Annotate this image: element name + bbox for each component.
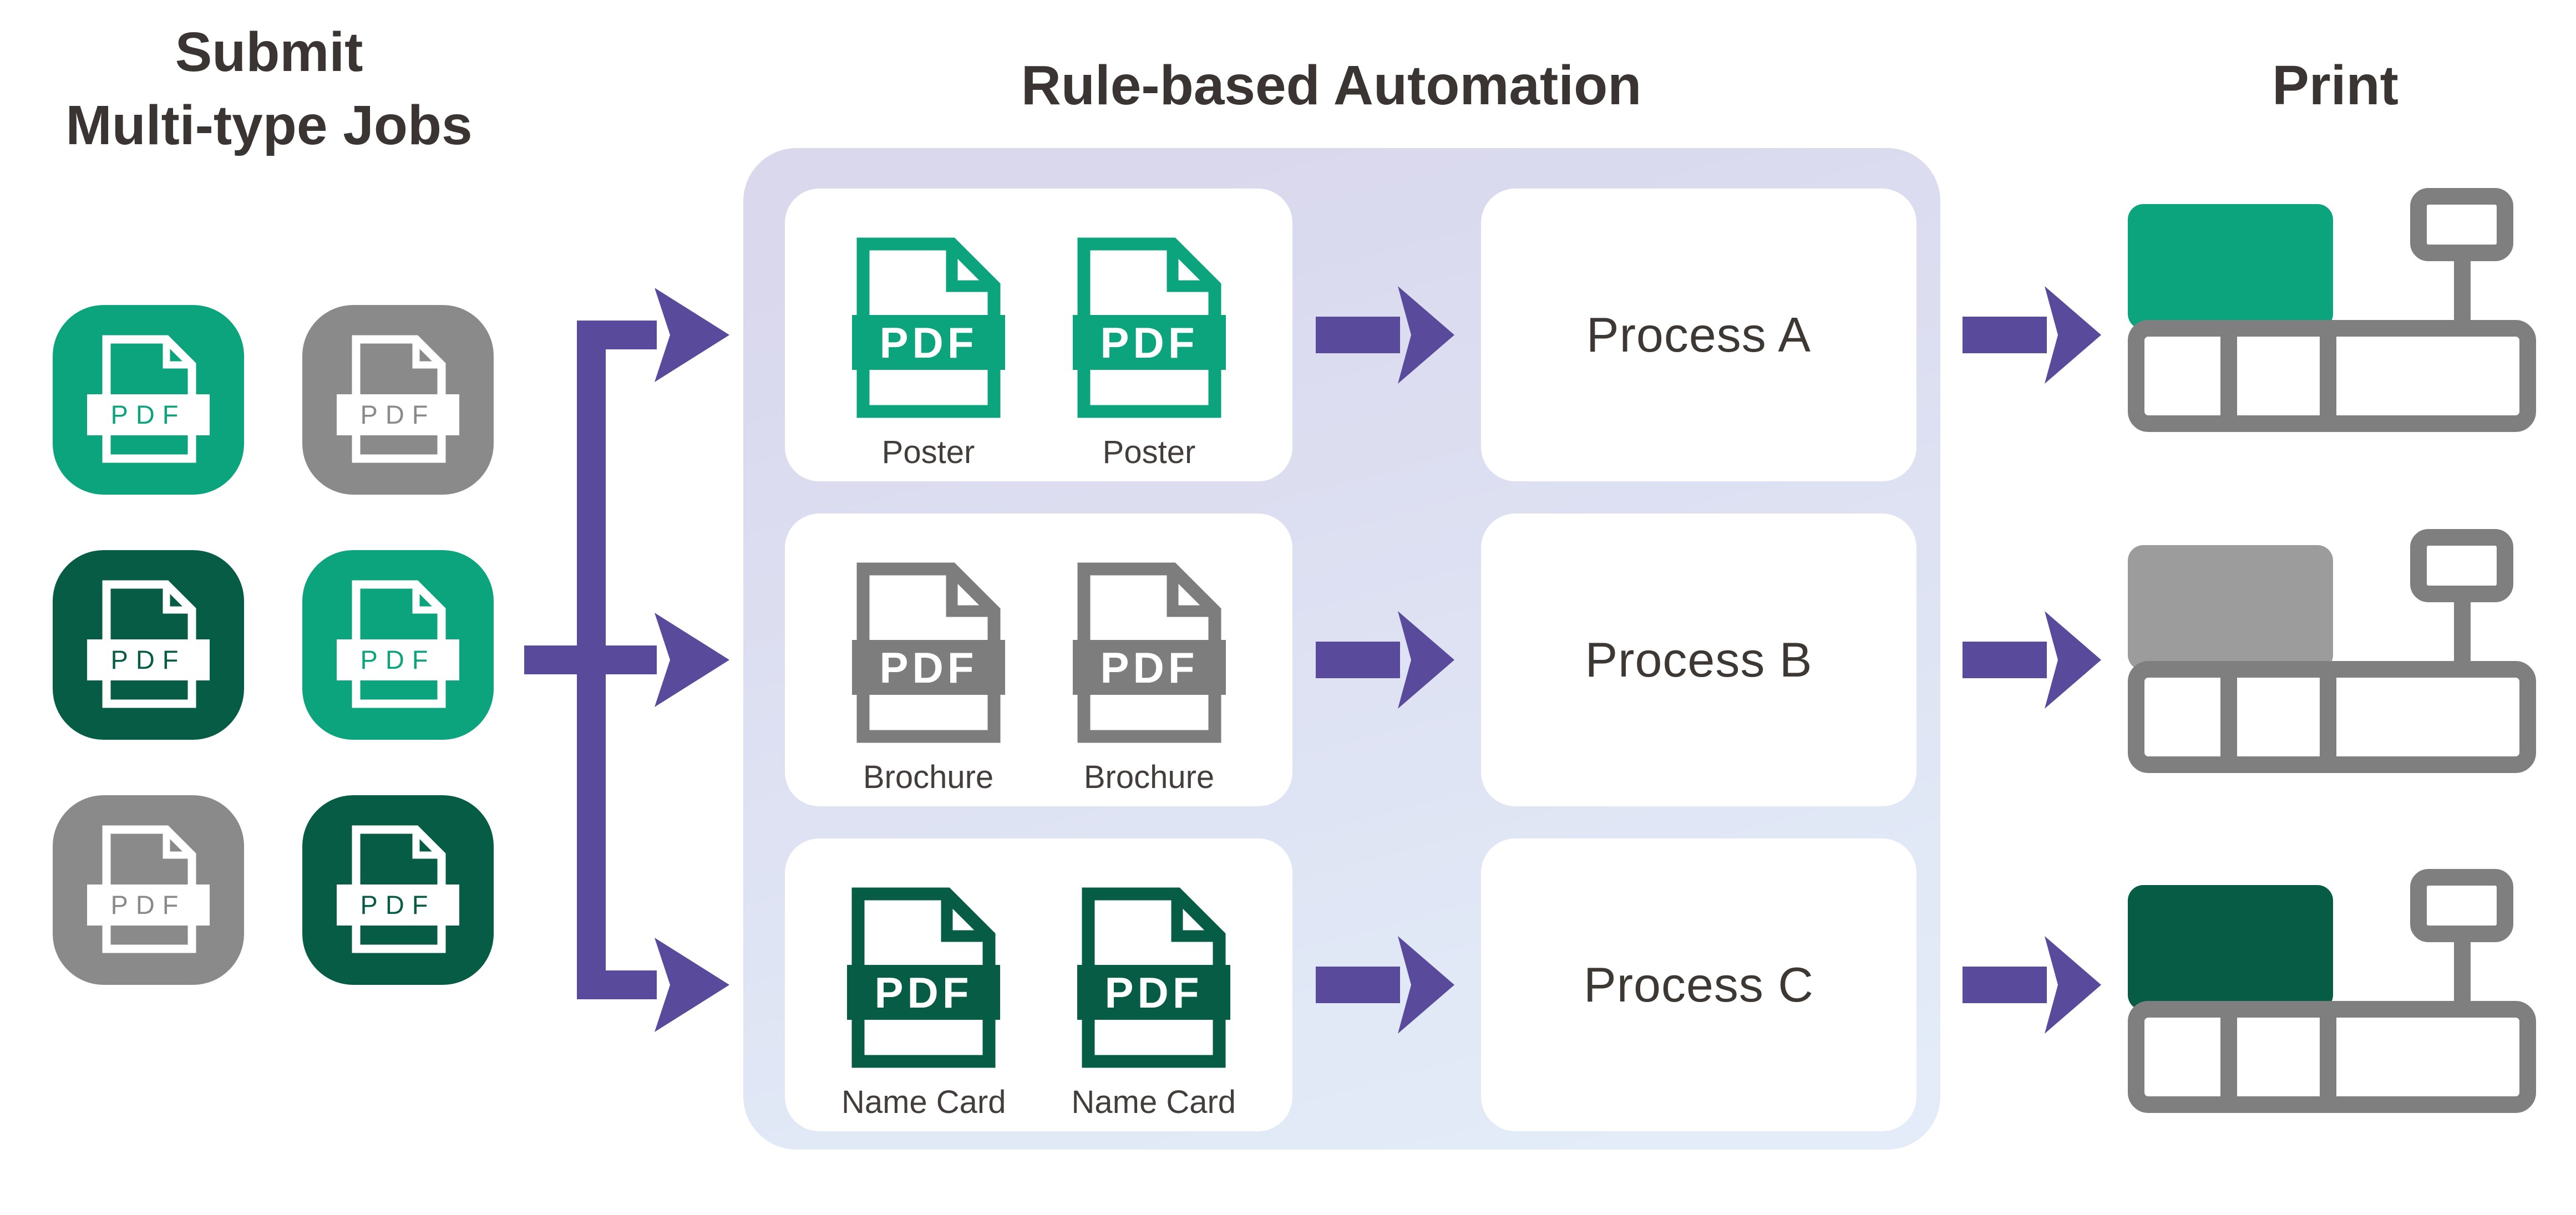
pdf-document: Poster (1072, 236, 1227, 471)
pdf-file-icon (851, 561, 1006, 744)
title-print: Print (2272, 54, 2398, 116)
arrow-right-icon (1963, 936, 2101, 1034)
job-type-label: Poster (881, 434, 975, 470)
pdf-file-icon (1072, 561, 1227, 744)
job-group-card: Poster Poster (785, 189, 1292, 481)
title-rule-based-automation: Rule-based Automation (1021, 54, 1642, 116)
job-group-card: Name Card Name Card (785, 838, 1292, 1131)
process-card: Process B (1481, 514, 1916, 806)
title-submit-jobs: Submit Multi-type Jobs (0, 16, 538, 162)
job-group-card: Brochure Brochure (785, 514, 1292, 806)
arrow-right-icon (1316, 611, 1454, 709)
arrow-right-icon (1963, 286, 2101, 384)
pdf-file-icon (1072, 236, 1227, 419)
job-tile (302, 795, 494, 985)
process-card: Process C (1481, 838, 1916, 1131)
job-tile (53, 550, 244, 740)
job-tile (53, 795, 244, 985)
pdf-document: Brochure (1072, 561, 1227, 796)
pdf-file-icon (846, 886, 1001, 1069)
process-label: Process C (1584, 957, 1814, 1012)
process-label: Process B (1585, 632, 1813, 687)
pdf-document: Poster (851, 236, 1006, 471)
job-type-label: Brochure (863, 759, 994, 795)
pdf-file-icon (302, 795, 494, 985)
job-tile (53, 305, 244, 495)
title-submit-line1: Submit (175, 21, 363, 83)
job-tile (302, 305, 494, 495)
pdf-file-icon (53, 795, 244, 985)
printer-icon (2124, 867, 2568, 1116)
job-type-label: Name Card (1071, 1084, 1236, 1120)
pdf-file-icon (53, 550, 244, 740)
pdf-file-icon (302, 550, 494, 740)
arrow-right-icon (1316, 286, 1454, 384)
arrow-right-icon (1963, 611, 2101, 709)
job-tile (302, 550, 494, 740)
branch-arrows-icon (524, 288, 729, 1032)
pdf-document: Name Card (841, 886, 1006, 1121)
process-label: Process A (1586, 307, 1812, 362)
printer-icon (2124, 186, 2568, 435)
arrow-right-icon (1316, 936, 1454, 1034)
printer-icon (2124, 527, 2568, 776)
pdf-document: Name Card (1072, 886, 1236, 1121)
pdf-file-icon (53, 305, 244, 495)
pdf-document: Brochure (851, 561, 1006, 796)
job-type-label: Brochure (1083, 759, 1215, 795)
pdf-file-icon (302, 305, 494, 495)
title-submit-line2: Multi-type Jobs (65, 94, 473, 156)
pdf-file-icon (1076, 886, 1231, 1069)
pdf-file-icon (851, 236, 1006, 419)
job-type-label: Name Card (841, 1084, 1006, 1120)
job-type-label: Poster (1102, 434, 1196, 470)
process-card: Process A (1481, 189, 1916, 481)
